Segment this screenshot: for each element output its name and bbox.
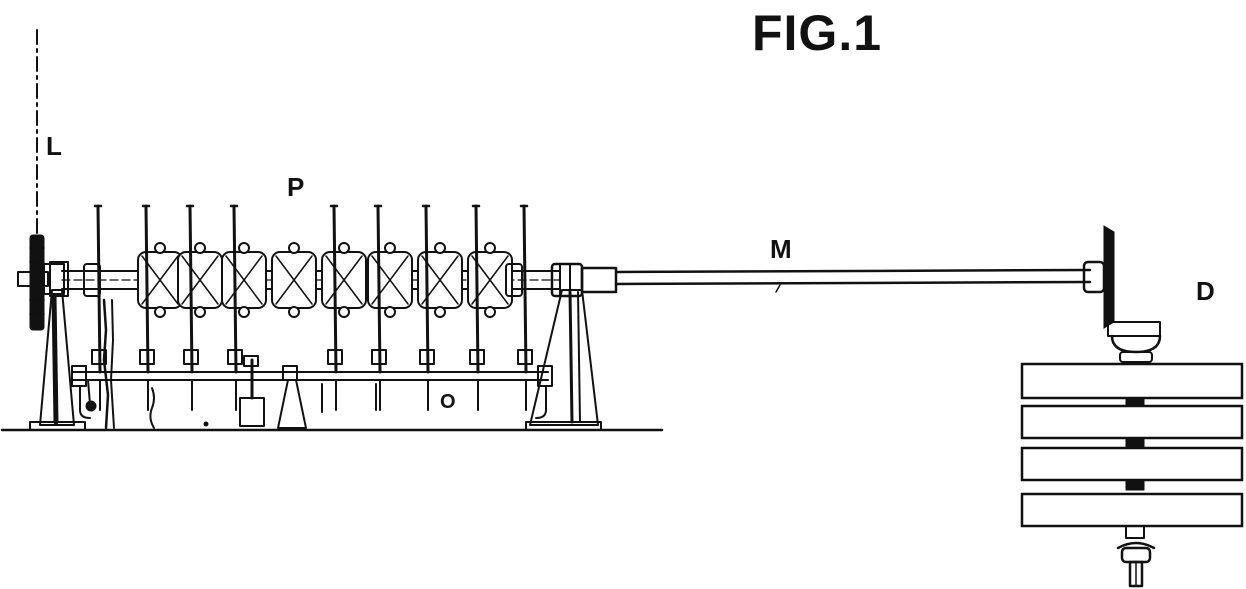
bottom-spindle [1116,541,1156,588]
bobbin [177,242,223,318]
spindle-rod [91,204,107,411]
bobbin [367,242,413,318]
spindle-rod [469,204,485,411]
bobbin [417,242,463,318]
bobbin [321,242,367,318]
shaft-collar [505,263,523,297]
spindle-rods [91,204,533,411]
plate [1020,446,1244,491]
spindle-rod [517,204,533,411]
spindle-rod [139,204,155,411]
bobbin [221,242,267,318]
drive-gear [17,234,65,331]
spindle-rod [327,204,343,411]
spindle-rod [227,204,243,411]
bobbin [137,242,183,318]
label-d: D [1196,276,1215,306]
shaft-coupling [550,262,618,298]
label-o: O [440,391,456,413]
spindle-rod [419,204,435,411]
lower-rail [71,365,553,419]
label-l: L [46,131,62,161]
spindle-rod [183,204,199,411]
plate [1020,362,1244,409]
bevel-gear-assembly [1082,225,1162,369]
bobbin-assembly-p [83,242,523,318]
figure-title: FIG.1 [752,5,882,61]
plate-hub [1125,525,1145,539]
spindle-rod [371,204,387,411]
middle-stands [203,355,307,429]
label-m: M [770,234,792,264]
hanging-cords [85,298,377,430]
plate [1020,404,1244,449]
plate-stack-d [1020,362,1244,539]
plate [1020,492,1244,528]
right-bearing-stand [525,289,602,431]
bobbin [271,242,317,318]
label-p: P [287,172,304,202]
transmission-shaft-m [614,268,1092,293]
